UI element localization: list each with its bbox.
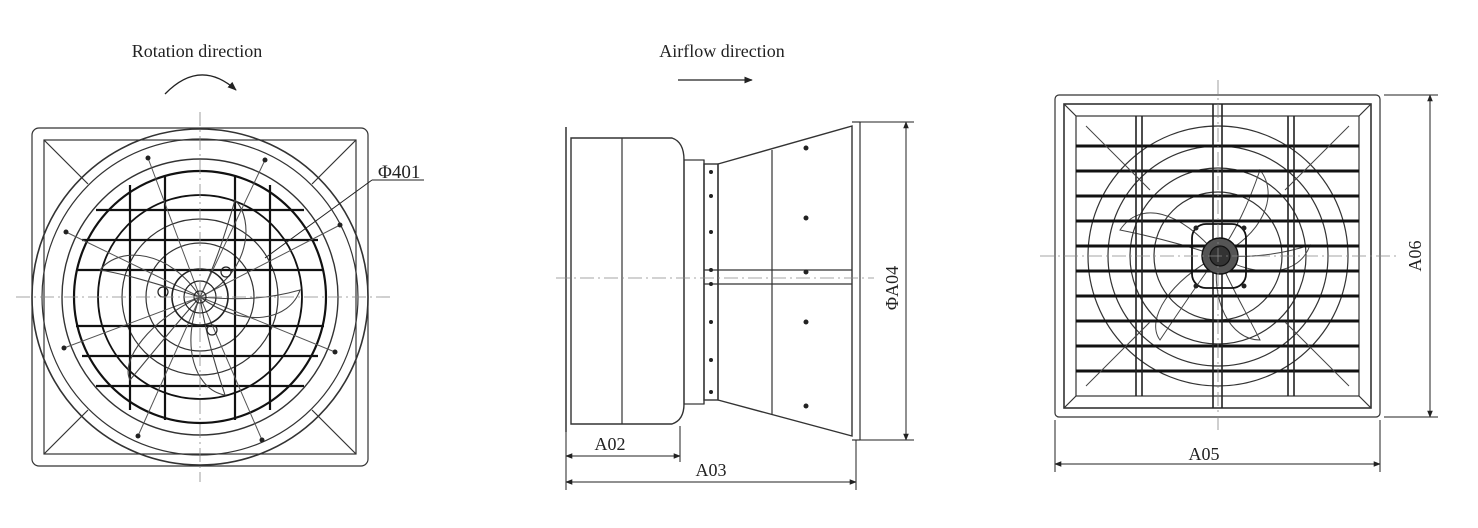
side-rivets (709, 145, 809, 409)
dim-a03 (565, 440, 857, 490)
dim-a06 (1384, 94, 1438, 418)
side-view: Airflow direction A02 (556, 41, 914, 490)
dim-a02-label: A02 (595, 434, 626, 454)
dim-a05-label: A05 (1189, 444, 1220, 464)
dim-a05 (1054, 420, 1381, 472)
dim-a04-label: ΦA04 (882, 266, 902, 310)
side-flange (683, 159, 705, 405)
front-fan-blades (98, 198, 301, 396)
rear-corner-braces (1085, 125, 1350, 387)
front-spokes (63, 157, 341, 441)
rear-view: A05 A06 (1040, 80, 1438, 472)
rotation-direction-label: Rotation direction (132, 41, 262, 61)
front-view: Rotation direction (16, 41, 424, 482)
side-cone (717, 125, 853, 437)
dim-a04 (860, 121, 914, 441)
rear-guard-bars (1076, 144, 1359, 373)
side-housing (570, 137, 685, 425)
front-cone-ring (31, 128, 369, 466)
diameter-leader (264, 179, 373, 259)
diameter-label: Φ401 (378, 162, 420, 183)
airflow-direction-label: Airflow direction (659, 41, 784, 61)
dim-a03-label: A03 (696, 460, 727, 480)
rotation-arrow (164, 74, 237, 95)
dim-a06-label: A06 (1405, 241, 1425, 272)
